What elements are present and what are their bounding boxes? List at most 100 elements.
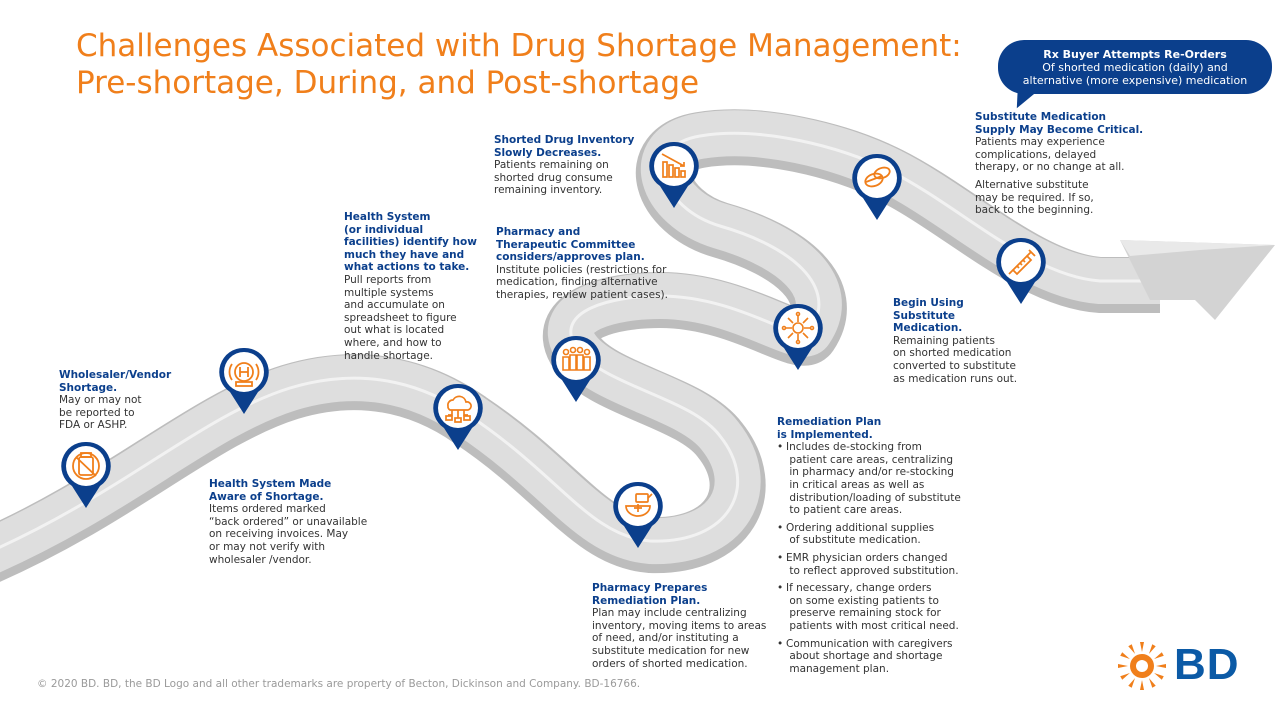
cloud-network-icon <box>445 395 472 423</box>
declining-bar-chart-icon <box>661 153 686 178</box>
pin-remediation <box>773 303 823 370</box>
step-critical-body2-3: back to the beginning. <box>975 204 1094 217</box>
step-identify: Health System (or individual facilities)… <box>344 211 494 362</box>
step-substitute: Begin Using Substitute Medication. Remai… <box>893 297 1043 385</box>
step-identify-body-4: spreadsheet to figure <box>344 311 457 324</box>
copyright-footer: © 2020 BD. BD, the BD Logo and all other… <box>37 678 641 690</box>
pin-wholesaler <box>61 441 111 508</box>
step-identify-heading-1: Health System <box>344 211 431 223</box>
callout-line-1: Of shorted medication (daily) and <box>1042 61 1228 74</box>
step-wholesaler: Wholesaler/Vendor Shortage. May or may n… <box>59 369 199 432</box>
pin-committee <box>551 335 601 402</box>
pin-substitute <box>852 153 902 220</box>
step-remediation-heading-2: is Implemented. <box>777 428 873 441</box>
step-inventory-heading-2: Slowly Decreases. <box>494 146 602 159</box>
pin-identify <box>433 383 483 450</box>
page-title: Challenges Associated with Drug Shortage… <box>76 28 962 102</box>
step-prepares-heading-1: Pharmacy Prepares <box>592 582 708 594</box>
step-aware-body-1: Items ordered marked <box>209 503 326 516</box>
step-critical-body-2: complications, delayed <box>975 148 1097 161</box>
step-aware-heading-1: Health System Made <box>209 478 332 490</box>
step-identify-body-5: out what is located <box>344 324 445 337</box>
step-committee-body-2: medication, finding alternative <box>496 276 658 289</box>
callout-line-2: alternative (more expensive) medication <box>1022 74 1248 87</box>
step-prepares-body-1: Plan may include centralizing <box>592 607 747 620</box>
step-remediation-heading-1: Remediation Plan <box>777 416 882 428</box>
step-inventory-heading-1: Shorted Drug Inventory <box>494 134 635 146</box>
step-identify-body-1: Pull reports from <box>344 273 432 286</box>
remediation-bullets: Includes de-stocking from patient care a… <box>777 441 977 675</box>
step-identify-heading-4: much they have and <box>344 248 465 261</box>
step-critical-body-3: therapy, or no change at all. <box>975 161 1125 174</box>
bd-logo-text: BD <box>1174 640 1240 689</box>
step-prepares-body-3: of need, and/or instituting a <box>592 632 739 645</box>
bd-logo: BD <box>1114 638 1254 694</box>
pharmacy-mortar-icon <box>625 493 653 517</box>
step-aware-body-3: on receiving invoices. May <box>209 528 349 541</box>
step-prepares-body-2: inventory, moving items to areas <box>592 619 767 632</box>
remediation-bullet: Communication with caregivers about shor… <box>777 638 977 676</box>
title-line-1: Challenges Associated with Drug Shortage… <box>76 28 962 64</box>
no-medication-bottle-icon <box>72 452 100 480</box>
step-substitute-body-1: Remaining patients <box>893 334 995 347</box>
step-inventory-body-1: Patients remaining on <box>494 159 609 172</box>
step-committee-body-3: therapies, review patient cases). <box>496 288 668 301</box>
step-identify-body-2: multiple systems <box>344 286 434 299</box>
step-committee-heading-1: Pharmacy and <box>496 226 581 238</box>
step-prepares-body-4: substitute medication for new <box>592 644 750 657</box>
step-identify-body-6: where, and how to <box>344 336 442 349</box>
remediation-bullet: If necessary, change orders on some exis… <box>777 582 977 632</box>
pills-icon <box>864 166 891 188</box>
step-prepares-body-5: orders of shorted medication. <box>592 657 748 670</box>
step-identify-body-7: handle shortage. <box>344 349 434 362</box>
remediation-bullet: Includes de-stocking from patient care a… <box>777 441 977 517</box>
step-wholesaler-body-1: May or may not <box>59 394 142 407</box>
step-committee: Pharmacy and Therapeutic Committee consi… <box>496 226 696 302</box>
step-inventory: Shorted Drug Inventory Slowly Decreases.… <box>494 134 654 197</box>
step-identify-heading-5: what actions to take. <box>344 261 470 274</box>
step-substitute-body-4: as medication runs out. <box>893 372 1018 385</box>
step-prepares-heading-2: Remediation Plan. <box>592 594 701 607</box>
step-identify-body-3: and accumulate on <box>344 299 445 312</box>
step-critical-body-1: Patients may experience <box>975 136 1105 149</box>
step-substitute-heading-2: Substitute <box>893 309 956 322</box>
syringe-icon <box>1008 249 1036 276</box>
title-line-2: Pre-shortage, During, and Post-shortage <box>76 65 700 101</box>
bd-sun-icon <box>1118 642 1166 690</box>
road-centerline <box>0 131 1160 549</box>
road-arrowhead <box>1120 240 1275 320</box>
step-critical-body2-2: may be required. If so, <box>975 191 1094 204</box>
step-identify-heading-3: facilities) identify how <box>344 236 477 249</box>
step-wholesaler-body-2: be reported to <box>59 406 135 419</box>
pin-inventory <box>649 141 699 208</box>
step-substitute-heading-3: Medication. <box>893 322 963 335</box>
step-substitute-body-2: on shorted medication <box>893 347 1012 360</box>
step-remediation: Remediation Plan is Implemented. Include… <box>777 416 977 680</box>
step-aware-heading-2: Aware of Shortage. <box>209 490 324 503</box>
step-aware-body-2: “back ordered” or unavailable <box>209 515 368 528</box>
step-committee-heading-2: Therapeutic Committee <box>496 238 636 251</box>
step-identify-heading-2: (or individual <box>344 223 424 236</box>
step-critical: Substitute Medication Supply May Become … <box>975 111 1165 217</box>
step-wholesaler-heading-2: Shortage. <box>59 381 118 394</box>
step-aware: Health System Made Aware of Shortage. It… <box>209 478 389 566</box>
step-committee-heading-3: considers/approves plan. <box>496 251 645 264</box>
committee-group-icon <box>562 346 591 371</box>
step-substitute-body-3: converted to substitute <box>893 359 1016 372</box>
step-critical-heading-1: Substitute Medication <box>975 111 1107 123</box>
step-wholesaler-body-3: FDA or ASHP. <box>59 419 128 432</box>
pin-aware <box>219 347 269 414</box>
distribution-hub-icon <box>781 311 815 345</box>
step-aware-body-4: or may not verify with <box>209 540 326 553</box>
step-inventory-body-3: remaining inventory. <box>494 184 603 197</box>
step-inventory-body-2: shorted drug consume <box>494 171 613 184</box>
step-aware-body-5: wholesaler /vendor. <box>209 553 312 566</box>
step-critical-heading-2: Supply May Become Critical. <box>975 123 1144 136</box>
step-committee-body-1: Institute policies (restrictions for <box>496 263 667 276</box>
step-wholesaler-heading-1: Wholesaler/Vendor <box>59 369 172 381</box>
reorder-callout: Rx Buyer Attempts Re-Orders Of shorted m… <box>998 40 1272 94</box>
remediation-bullet: EMR physician orders changed to reflect … <box>777 552 977 577</box>
callout-heading: Rx Buyer Attempts Re-Orders <box>1043 48 1227 61</box>
hospital-alert-icon <box>228 362 260 387</box>
